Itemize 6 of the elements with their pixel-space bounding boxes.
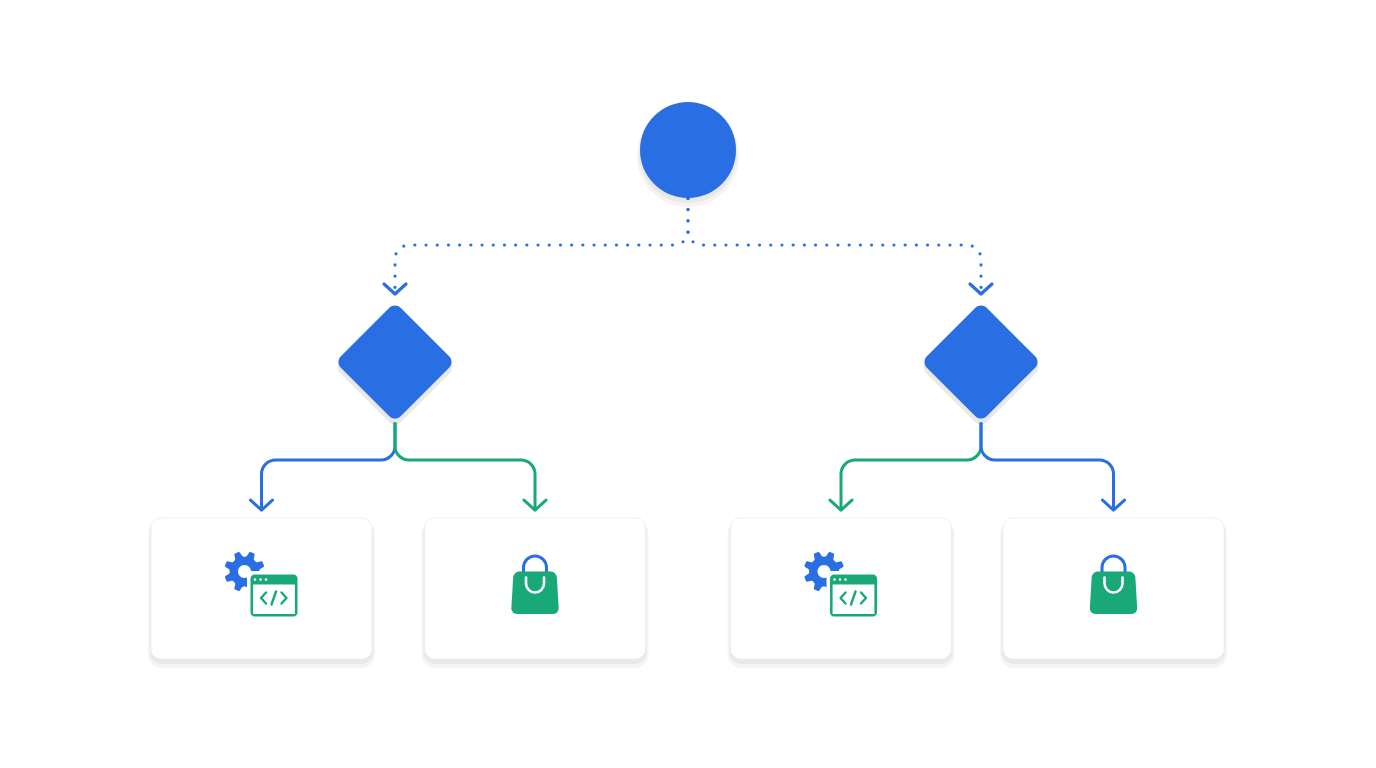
decision-diamond (337, 305, 453, 425)
circle-node (637, 102, 739, 207)
arrow (979, 422, 1126, 512)
dotted-arrow (686, 196, 994, 296)
arrow (393, 422, 548, 512)
decision-diamond (923, 305, 1039, 425)
